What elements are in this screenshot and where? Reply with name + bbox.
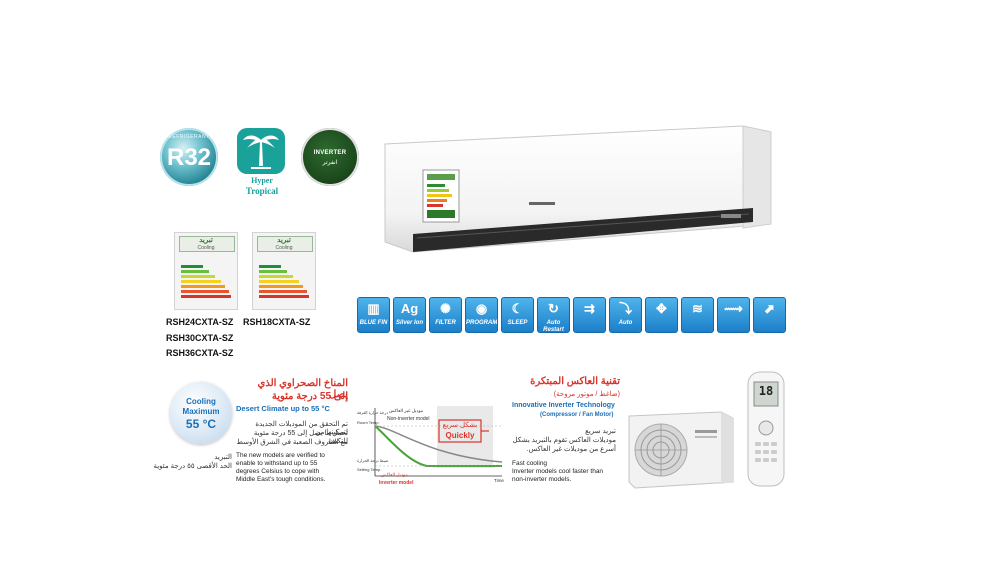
inverter-title-ar: تقنية العاكس المبتكرة	[530, 376, 620, 387]
energy-label-2: تبريد Cooling	[252, 232, 316, 310]
series-non-inverter: Non-inverter model	[387, 416, 430, 422]
chart-ylabel-bottom: Setting Temp.	[357, 467, 382, 472]
indoor-unit-image	[383, 124, 773, 259]
energy-label-1: تبريد Cooling	[174, 232, 238, 310]
desert-body-ar3: مع الظروف الصعبة في الشرق الأوسط	[236, 439, 348, 446]
model-rsh30: RSH30CXTA-SZ	[166, 333, 234, 343]
desert-title-en: Desert Climate up to 55 °C	[236, 404, 330, 413]
chart-ylabel-top-ar: درجة حرارة الغرفة	[357, 410, 388, 415]
quick-cool-icon: ⬈	[753, 297, 786, 333]
inverter-badge: INVERTER انفرتر	[301, 128, 359, 186]
series-inverter-ar: موديل العاكس	[381, 472, 408, 477]
chart-ylabel-top: Room Temp.	[357, 420, 380, 425]
inverter-body-ar1: تبريد سريع	[585, 428, 616, 435]
filter-icon: ✺FILTER	[429, 297, 462, 333]
sleep-icon: ☾SLEEP	[501, 297, 534, 333]
desert-body-ar1: تم التحقق من الموديلات الجديدة لتمكينها …	[255, 421, 348, 436]
r32-ring-text: REFRIGERANT	[168, 134, 210, 140]
desert-body-en3: degrees Celsius to cope with	[236, 468, 320, 475]
inverter-body-en2: Inverter models cool faster than	[512, 468, 604, 475]
inverter-subtitle-en: (Compressor / Fan Motor)	[540, 412, 614, 418]
cooling-circle-line2: Maximum	[182, 407, 220, 416]
series-inverter: Inverter model	[379, 480, 414, 486]
wide-airflow-icon: ≋	[681, 297, 714, 333]
energy-label-2-english: Cooling	[275, 245, 293, 251]
blue-fin-icon: ▥BLUE FIN	[357, 297, 390, 333]
energy-label-1-arabic: تبريد	[199, 237, 213, 244]
chart-ylabel-bottom-ar: ضبط درجة الحرارة	[357, 458, 389, 463]
desert-body-ar2: تحمل ما يصل إلى 55 درجة مئوية للتكيف	[253, 430, 348, 445]
cooling-ar-1: التبريد	[214, 454, 232, 461]
cooling-circle-line1: Cooling	[186, 397, 216, 406]
series-non-inverter-ar: موديل غير العاكس	[389, 408, 424, 413]
program-icon: ◉PROGRAM	[465, 297, 498, 333]
cooling-ar-2: الحد الأقصى ٥٥ درجة مئوية	[153, 463, 232, 470]
cooling-max-badge: Cooling Maximum 55 °C	[170, 382, 232, 444]
desert-title-ar1: المناخ الصحراوي الذي يصل	[257, 378, 349, 400]
inverter-body-en1: Fast cooling	[512, 460, 548, 467]
inverter-title-en: Innovative Inverter Technology	[512, 402, 615, 409]
inverter-body-ar3: أسرع من موديلات غير العاكس.	[526, 446, 616, 453]
remote-control-image: 18	[746, 370, 786, 488]
energy-label-1-english: Cooling	[197, 245, 215, 251]
r32-main-text: R32	[166, 144, 212, 171]
inverter-line	[374, 425, 502, 467]
r32-refrigerant-badge: REFRIGERANT R32	[160, 128, 218, 186]
inverter-body-ar2: موديلات العاكس تقوم بالتبريد بشكل	[512, 437, 616, 444]
inverter-body-en3: non-inverter models.	[512, 476, 572, 483]
non-inverter-line	[374, 425, 503, 463]
inverter-subtitle-ar: (ضاغط / موتور مروحة)	[553, 391, 620, 398]
chart-xlabel: Time	[494, 478, 504, 483]
auto-swing-icon: ⤵Auto	[609, 297, 642, 333]
remote-display-temp: 18	[758, 384, 774, 398]
cooling-speed-chart: درجة حرارة الغرفة Room Temp. ضبط درجة ال…	[357, 406, 507, 488]
four-way-airflow-icon: ✥	[645, 297, 678, 333]
model-rsh18: RSH18CXTA-SZ	[243, 317, 311, 327]
cooling-circle-line3: 55 °C	[185, 417, 217, 431]
inverter-badge-en: INVERTER	[313, 150, 347, 156]
model-rsh24: RSH24CXTA-SZ	[166, 317, 234, 327]
model-rsh36: RSH36CXTA-SZ	[166, 348, 234, 358]
hyper-tropical-badge: Hyper Tropical	[234, 128, 290, 196]
palm-tree-icon	[237, 128, 285, 174]
outdoor-unit-image	[625, 410, 735, 490]
auto-restart-icon: ↻Auto Restart	[537, 297, 570, 333]
tropical-line1: Hyper	[251, 176, 273, 185]
desert-body-en1: The new models are verified to	[236, 452, 325, 459]
desert-title-ar2: إلى 55 درجة مئوية	[271, 391, 348, 402]
chart-annotation-ar: بشكل سريع	[442, 422, 478, 429]
chart-annotation-en: Quickly	[445, 431, 475, 440]
energy-label-2-arabic: تبريد	[277, 237, 291, 244]
airflow-direction-icon: ⇉	[573, 297, 606, 333]
tropical-line2: Tropical	[245, 186, 279, 196]
long-airflow-icon: ⟿	[717, 297, 750, 333]
desert-body-en4: Middle East's tough conditions.	[236, 476, 326, 483]
inverter-badge-ar: انفرتر	[322, 160, 338, 166]
desert-body-en2: enable to withstand up to 55	[236, 460, 318, 467]
